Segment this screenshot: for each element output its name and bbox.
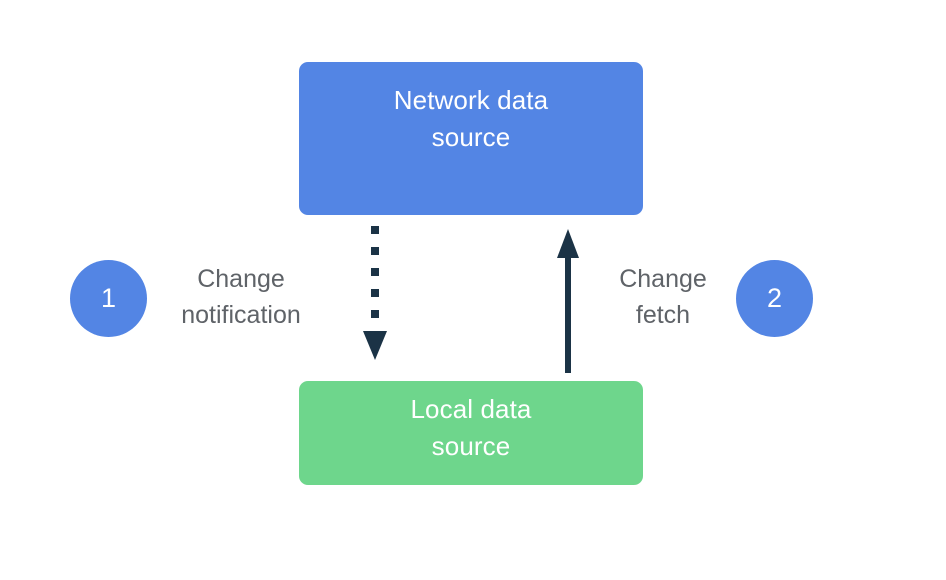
step-2-caption: Change fetch <box>619 265 707 329</box>
node-local-data-source-label: Local data source <box>410 394 532 461</box>
step-badge-1[interactable]: 1 <box>70 260 147 337</box>
step-1-caption: Change notification <box>181 265 301 329</box>
node-network-data-source-label: Network data source <box>393 84 549 152</box>
step-badge-2-number: 2 <box>766 283 783 313</box>
step-badge-2[interactable]: 2 <box>736 260 813 337</box>
step-badge-1-number: 1 <box>100 283 117 313</box>
change-notification-arrow-icon <box>363 226 387 360</box>
node-local-data-source[interactable]: Local data source <box>299 381 643 485</box>
change-fetch-arrow-icon <box>557 229 579 373</box>
node-network-data-source[interactable]: Network data source <box>299 62 643 215</box>
